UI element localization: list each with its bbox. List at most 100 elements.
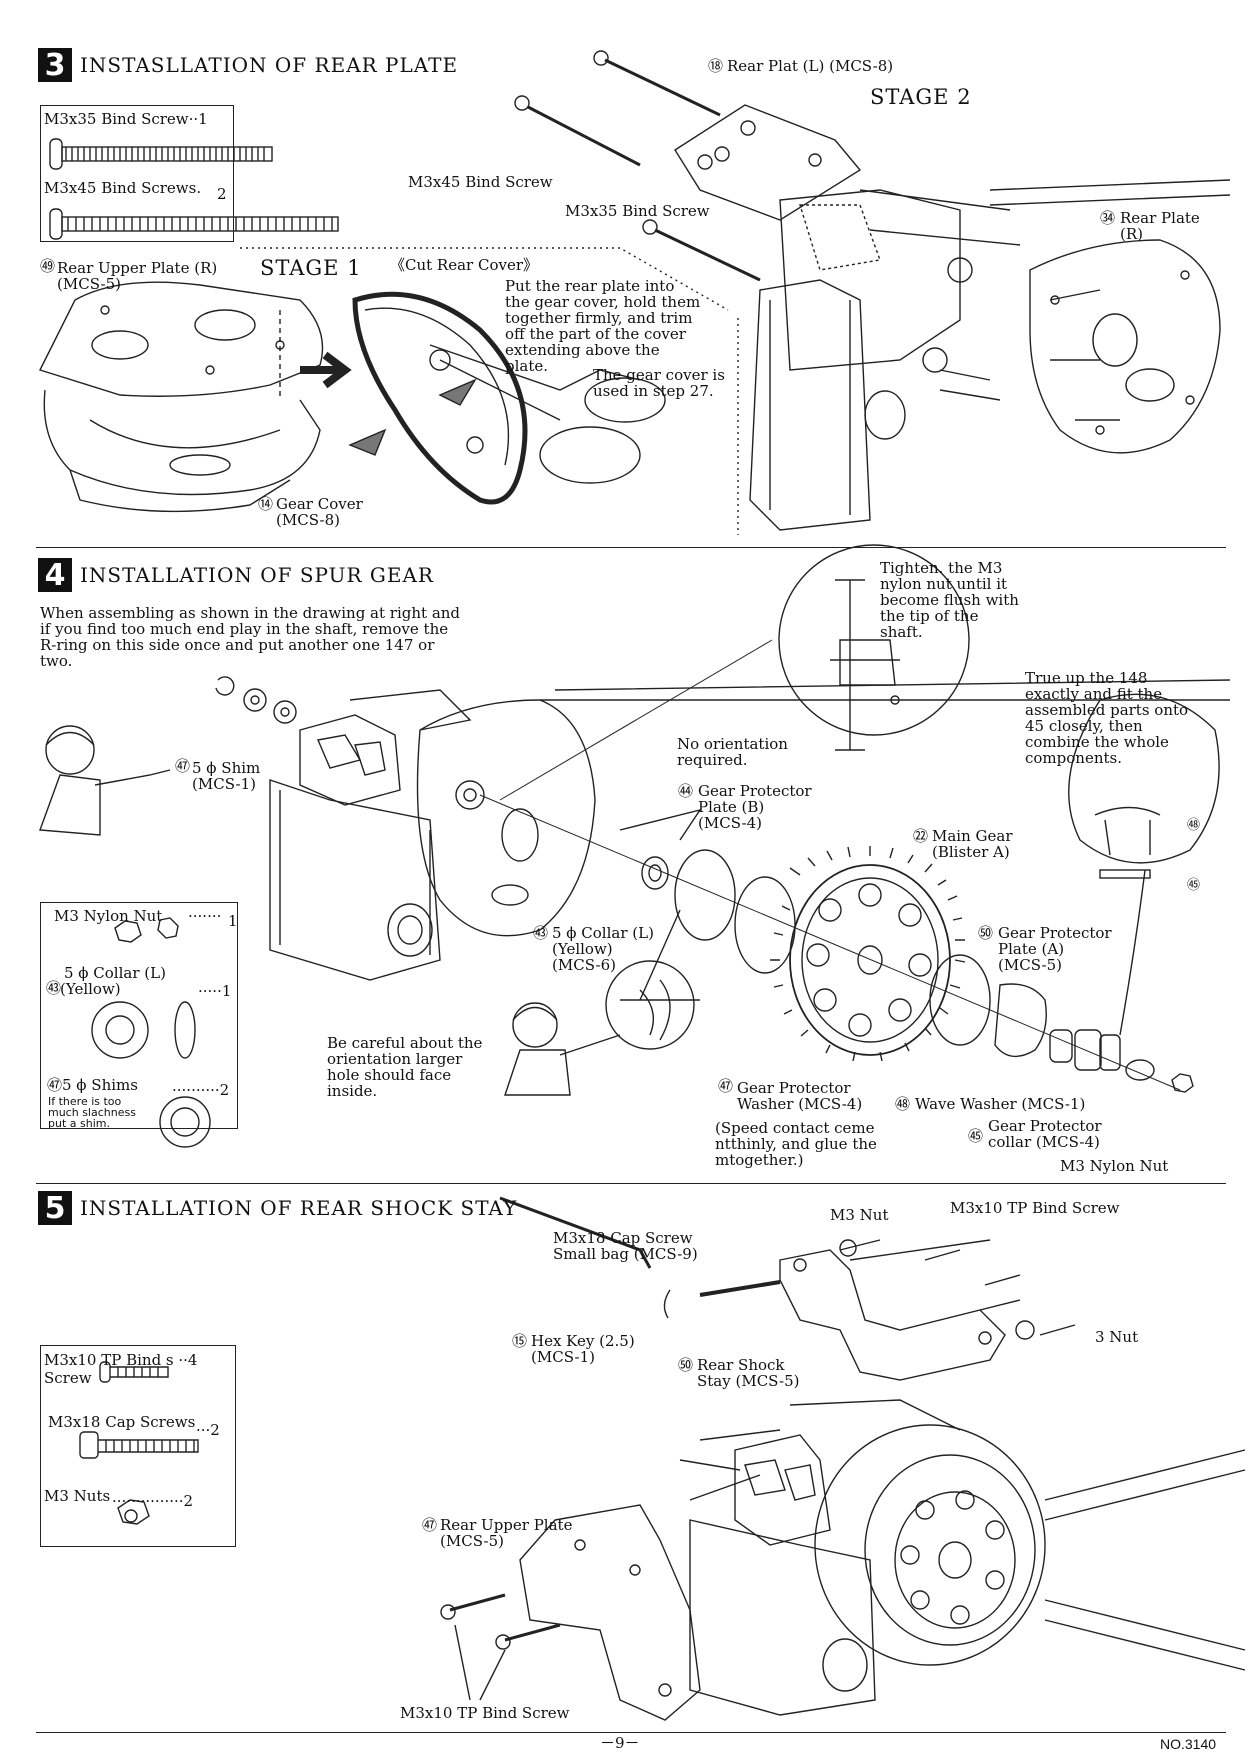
label-m3x35-bind-screw: M3x35 Bind Screw	[565, 202, 710, 220]
label-gear-protector-plate-b: Gear Protector Plate (B) (MCS-4)	[698, 782, 812, 832]
section-3-header: 3 INSTASLLATION OF REAR PLATE	[38, 48, 459, 83]
parts-shims-note: If there is too much slachness put a shi…	[48, 1095, 136, 1130]
label-m3x45-bind-screw: M3x45 Bind Screw	[408, 173, 553, 191]
parts-collar-l-ref: ㊸	[46, 979, 62, 997]
ref-wave-washer: ㊽	[895, 1095, 911, 1113]
parts-m3-nuts: M3 Nuts	[44, 1487, 111, 1505]
section-4-intro: When assembling as shown in the drawing …	[40, 604, 461, 670]
label-rear-upper-plate: Rear Upper Plate (MCS-5)	[440, 1516, 573, 1550]
parts-shims-ref: ㊼	[47, 1076, 63, 1094]
ref-gear-cover: ⑭	[258, 495, 274, 513]
section-5-parts-box	[40, 1345, 236, 1547]
parts-m3x35: M3x35 Bind Screw··1	[44, 110, 208, 128]
label-m3-nylon-nut: M3 Nylon Nut	[1060, 1157, 1169, 1175]
m3x45-screw-drawing	[49, 208, 339, 240]
label-gear-protector-plate-a: Gear Protector Plate (A) (MCS-5)	[998, 924, 1112, 974]
ref-rear-shock-stay: ㊿	[678, 1356, 694, 1374]
section-5-header: 5 INSTALLATION OF REAR SHOCK STAY	[38, 1191, 518, 1226]
section-3-title: INSTASLLATION OF REAR PLATE	[80, 53, 459, 77]
parts-m3x10-tp-screw: Screw	[44, 1369, 92, 1387]
section-5-title: INSTALLATION OF REAR SHOCK STAY	[80, 1196, 518, 1220]
label-m3-nut: M3 Nut	[830, 1206, 889, 1224]
parts-shims: 5 ϕ Shims	[62, 1076, 138, 1094]
label-gear-cover: Gear Cover (MCS-8)	[276, 495, 363, 529]
section-4-header: 4 INSTALLATION OF SPUR GEAR	[38, 558, 434, 593]
section-3-number: 3	[38, 48, 72, 83]
ref-gear-protector-washer: ㊼	[718, 1077, 734, 1095]
label-rear-upper-plate-r: Rear Upper Plate (R) (MCS-5)	[57, 259, 218, 293]
section-4-parts-box	[40, 902, 238, 1129]
section-divider-1	[36, 547, 1226, 548]
note-speed-contact: (Speed contact ceme ntthinly, and glue t…	[715, 1119, 877, 1169]
spur-gear-assembly-drawing	[215, 544, 1231, 1093]
label-main-gear: Main Gear (Blister A)	[932, 827, 1013, 861]
gear-cover-drawing	[43, 389, 321, 513]
ref-collar-l: ㊸	[533, 924, 549, 942]
section-4-number: 4	[38, 558, 72, 593]
section-5-number: 5	[38, 1191, 72, 1226]
callout-tighten-nut: Tighten. the M3 nylon nut until it becom…	[880, 559, 1019, 641]
label-gear-protector-washer: Gear Protector Washer (MCS-4)	[737, 1079, 863, 1113]
parts-collar-l-color: (Yellow)	[60, 980, 121, 998]
parts-collar-l: 5 ϕ Collar (L)	[64, 964, 166, 982]
ref-rear-plate-r: ㉞	[1100, 209, 1116, 227]
section-divider-2	[36, 1183, 1226, 1184]
label-wave-washer: Wave Washer (MCS-1)	[915, 1095, 1086, 1113]
parts-collar-l-qty: ·····1	[198, 982, 232, 1000]
stage-2-label: STAGE 2	[870, 85, 972, 109]
ref-gear-protector-a: ㊿	[978, 924, 994, 942]
instruction-trim-cover: Put the rear plate into the gear cover, …	[505, 277, 701, 375]
section-3-parts-box	[40, 105, 234, 242]
parts-shims-qty: ··········2	[172, 1081, 230, 1099]
mascot-drawing-1	[39, 725, 171, 836]
mascot-drawing-2	[504, 1002, 621, 1096]
detail-ref-top: ㊽	[1187, 818, 1201, 833]
scissors-drawing	[348, 291, 666, 505]
parts-m3x18-cap: M3x18 Cap Screws	[48, 1413, 196, 1431]
label-m3x10-tp-bind-screw-top: M3x10 TP Bind Screw	[950, 1199, 1120, 1217]
parts-m3-nuts-qty: ···············2	[112, 1492, 194, 1510]
stage2-gearbox-drawing	[514, 50, 1231, 531]
ref-rear-upper-plate-r: ㊾	[40, 257, 56, 275]
parts-m3-nylon-nut-qty: 1	[228, 912, 238, 930]
ref-gear-protector-b: ㊹	[678, 782, 694, 800]
footer-rule	[36, 1732, 1226, 1733]
label-hex-key: Hex Key (2.5) (MCS-1)	[531, 1332, 635, 1366]
label-gear-protector-collar: Gear Protector collar (MCS-4)	[988, 1117, 1102, 1151]
label-rear-plat-l: Rear Plat (L) (MCS-8)	[727, 57, 894, 75]
page-number: －9－	[600, 1734, 640, 1752]
stage-1-label: STAGE 1	[260, 256, 362, 280]
document-number: NO.3140	[1160, 1736, 1217, 1752]
callout-true-up: True up the 148 exactly and fit the asse…	[1025, 669, 1189, 767]
ref-rear-upper-plate: ㊼	[422, 1516, 438, 1534]
ref-main-gear: ㉒	[913, 827, 929, 845]
ref-hex-key: ⑮	[512, 1332, 528, 1350]
m3x35-screw-drawing	[49, 138, 273, 170]
parts-m3x45-qty: 2	[217, 185, 227, 203]
label-3-nut: 3 Nut	[1095, 1328, 1139, 1346]
parts-m3x10-tp: M3x10 TP Bind s ··4	[44, 1351, 198, 1369]
callout-careful-orientation: Be careful about the orientation larger …	[327, 1034, 483, 1100]
rear-plate-r-drawing	[1029, 239, 1221, 454]
parts-m3x18-cap-qty: ···2	[196, 1421, 220, 1439]
parts-m3x45: M3x45 Bind Screws.	[44, 179, 202, 197]
ref-gear-protector-collar: ㊺	[968, 1127, 984, 1145]
parts-m3-nylon-nut-dots: ·······	[188, 907, 222, 925]
label-rear-plate-r: Rear Plate (R)	[1120, 209, 1200, 243]
label-m3x18-cap-screw: M3x18 Cap Screw Small bag (MCS-9)	[553, 1229, 698, 1263]
note-gear-cover-step27: The gear cover is used in step 27.	[593, 366, 725, 400]
rear-upper-plate-drawing	[39, 281, 324, 400]
label-cut-rear-cover: 《Cut Rear Cover》	[390, 256, 539, 274]
ref-rear-plat-l: ⑱	[708, 57, 724, 75]
label-5phi-shim: 5 ϕ Shim (MCS-1)	[192, 759, 261, 793]
ref-shim: ㊼	[175, 757, 191, 775]
parts-m3-nylon-nut: M3 Nylon Nut	[54, 907, 163, 925]
detail-ref-bottom: ㊺	[1187, 878, 1201, 893]
label-5phi-collar-l: 5 ϕ Collar (L) (Yellow) (MCS-6)	[552, 924, 654, 974]
label-rear-shock-stay: Rear Shock Stay (MCS-5)	[697, 1356, 800, 1390]
label-no-orientation: No orientation required.	[677, 735, 788, 769]
label-m3x10-tp-bind-screw-bottom: M3x10 TP Bind Screw	[400, 1704, 570, 1722]
rear-shock-stay-drawing	[440, 1196, 1246, 1721]
section-4-title: INSTALLATION OF SPUR GEAR	[80, 563, 434, 587]
